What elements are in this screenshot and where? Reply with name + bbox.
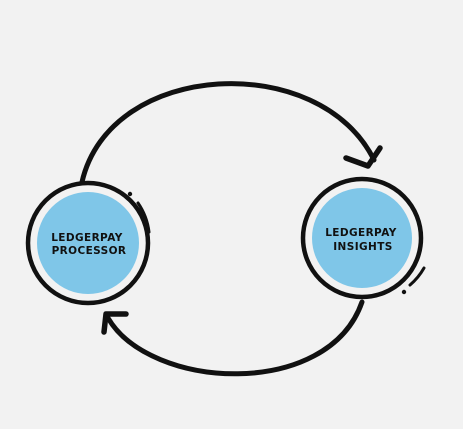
arc-insights-to-processor: [105, 299, 365, 377]
node-processor: LEDGERPAY PROCESSOR: [25, 180, 151, 306]
arrowhead-processor-icon: [101, 311, 129, 335]
arrowhead-insights-icon: [343, 145, 383, 169]
node-processor-label-line-1: LEDGERPAY: [51, 232, 123, 244]
node-processor-label: LEDGERPAY PROCESSOR: [51, 232, 127, 257]
node-insights: LEDGERPAY INSIGHTS: [300, 176, 426, 300]
node-insights-label-line-2: INSIGHTS: [333, 241, 393, 253]
node-processor-disc: [37, 192, 139, 294]
node-insights-accent-arc: [408, 266, 426, 287]
node-processor-label-line-2: PROCESSOR: [52, 245, 127, 257]
node-insights-accent-dot: [401, 289, 407, 295]
node-insights-disc: [312, 188, 412, 288]
node-processor-accent-arc: [136, 201, 151, 234]
arc-processor-to-insights: [79, 81, 377, 185]
node-processor-accent-dot: [127, 191, 133, 197]
node-insights-label-line-1: LEDGERPAY: [325, 227, 397, 239]
node-insights-label: LEDGERPAY INSIGHTS: [325, 227, 401, 253]
